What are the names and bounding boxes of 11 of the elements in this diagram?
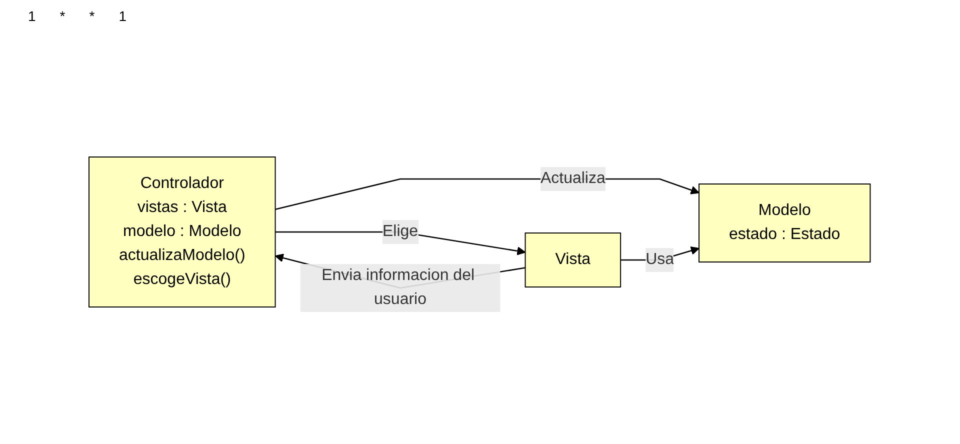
node-box: Modelo estado : Estado (698, 183, 872, 262)
edge-label: Elige (382, 222, 418, 240)
multiplicity-label: 1 (118, 8, 126, 26)
edge-label: Actualiza (540, 170, 606, 186)
edge-label: Envia informacion del usuario (322, 266, 475, 308)
multiplicity-label: * (89, 8, 95, 26)
edge-label: Usa (646, 250, 674, 268)
multiplicity-label: * (60, 8, 66, 26)
multiplicity-label: 1 (28, 8, 36, 26)
node-box: Controlador vistas : Vista modelo : Modelo actualizaModelo() escogeVista() (88, 156, 276, 307)
node-box: Vista (525, 232, 622, 287)
